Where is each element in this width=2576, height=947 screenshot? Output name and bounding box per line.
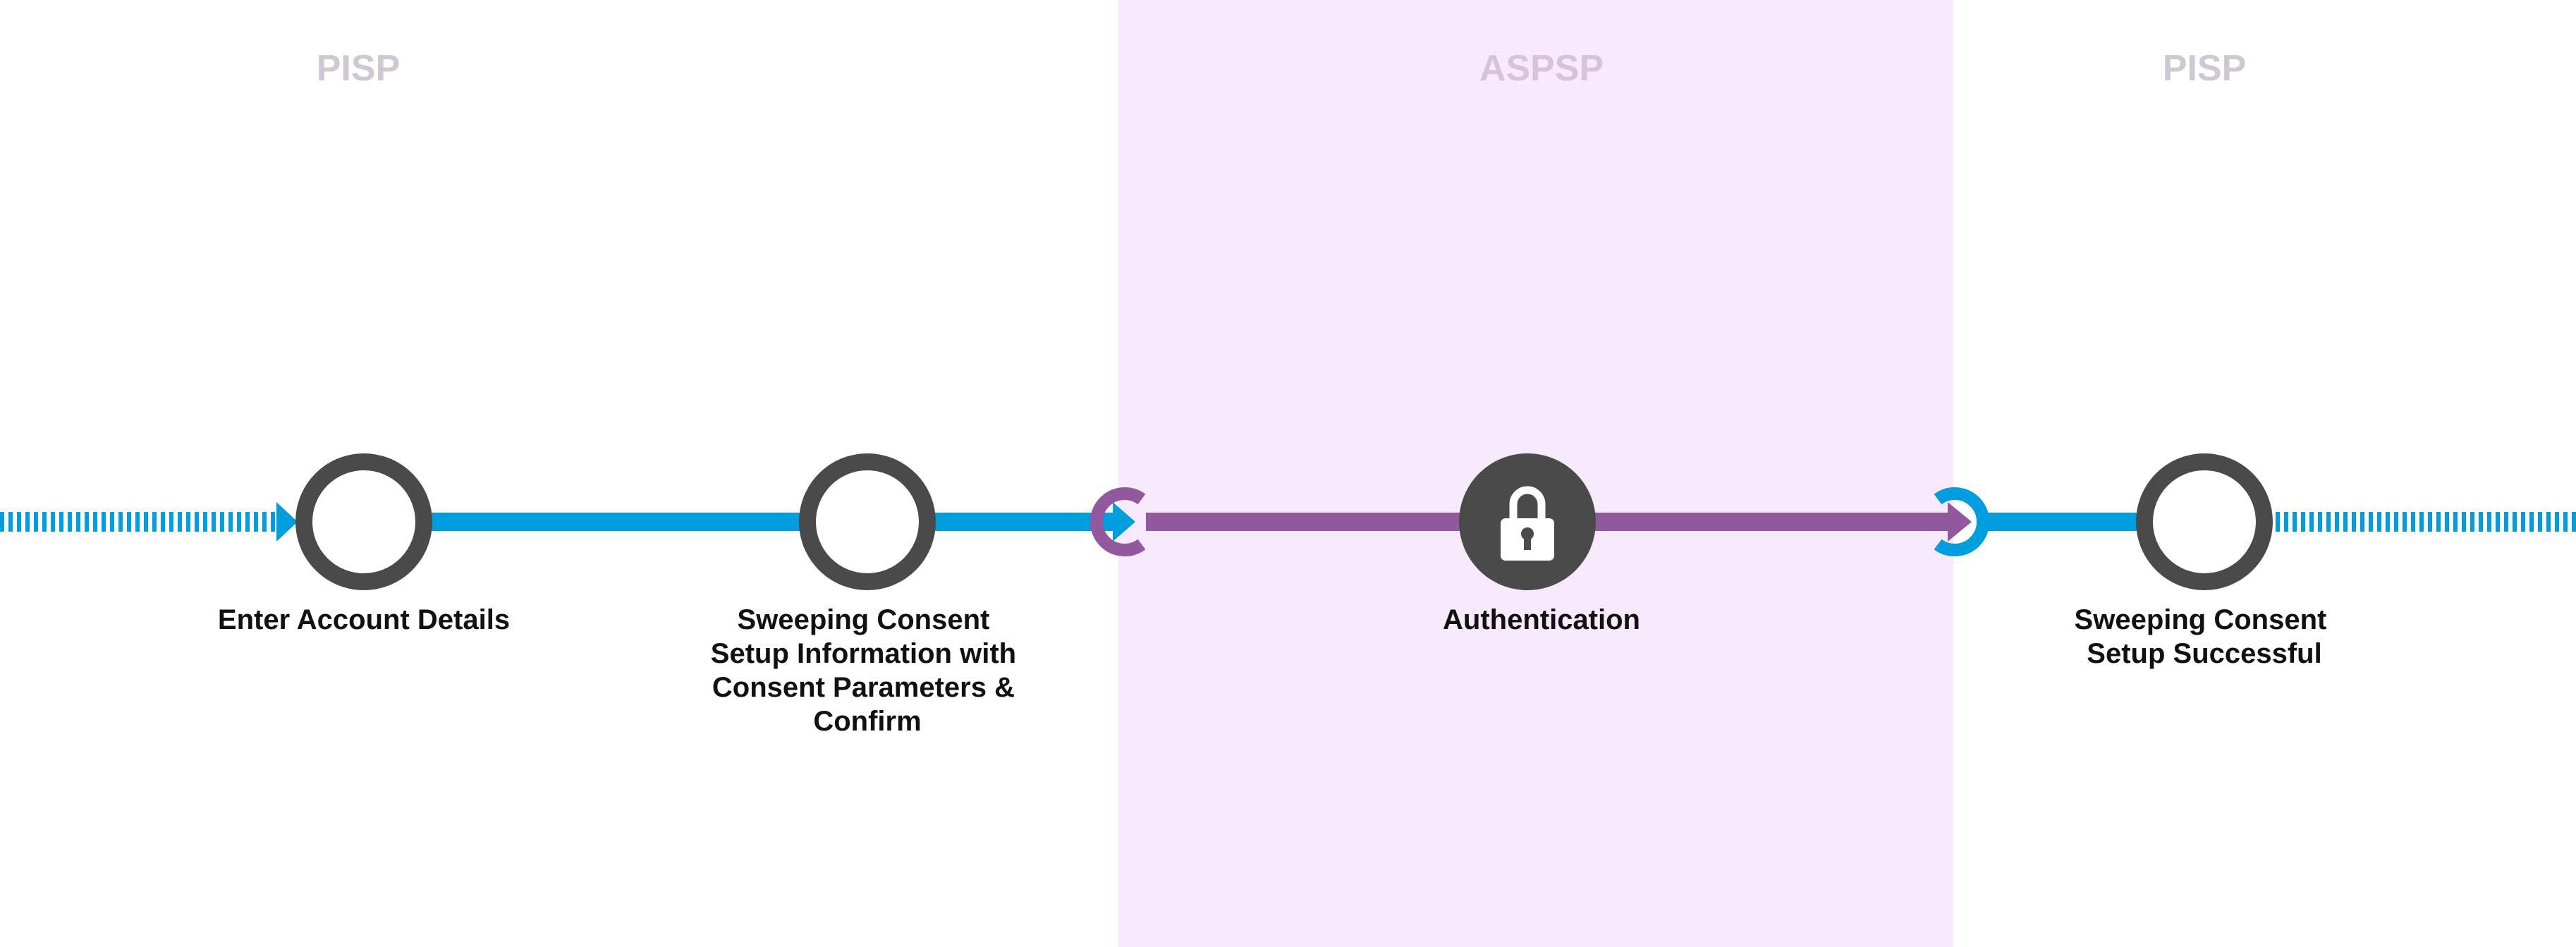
lock-icon: [1501, 486, 1554, 561]
step-2-node: [799, 453, 936, 590]
handoff-arrowhead-to-aspsp: [1113, 502, 1135, 542]
step-4-node: [2136, 453, 2273, 590]
zone-title-pisp-right: PISP: [2163, 48, 2247, 89]
zone-title-aspsp: ASPSP: [1479, 48, 1604, 89]
step-1-label: Enter Account Details: [218, 604, 510, 635]
handoff-ring-aspsp-entry: [1090, 487, 1146, 556]
step-3-label: Authentication: [1443, 604, 1640, 635]
step-4-label: Sweeping Consent Setup Successful: [2075, 604, 2335, 669]
step-2-label: Sweeping Consent Setup Information with …: [711, 604, 1024, 737]
incoming-arrowhead: [276, 502, 298, 542]
handoff-arrowhead-to-pisp: [1948, 502, 1972, 542]
step-1-node: [295, 453, 432, 590]
zone-title-pisp-left: PISP: [317, 48, 401, 89]
